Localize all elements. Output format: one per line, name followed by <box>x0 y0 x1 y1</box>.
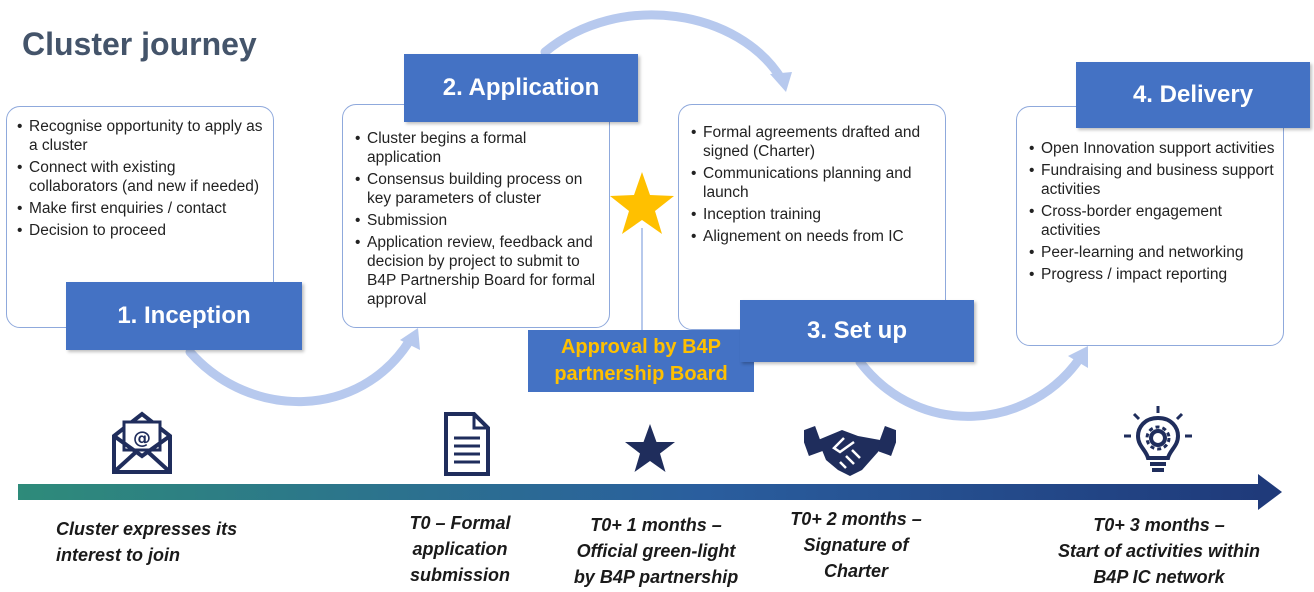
list-item: Fundraising and business support activit… <box>1029 161 1277 199</box>
handshake-icon <box>804 426 896 476</box>
stage-list-inception: Recognise opportunity to apply as a clus… <box>11 117 267 240</box>
caption-line: Cluster expresses its <box>56 519 238 539</box>
timeline-caption-interest: Cluster expresses its interest to join <box>56 516 286 568</box>
timeline-caption-t0: T0 – Formal application submission <box>390 510 530 588</box>
caption-line: Charter <box>823 561 889 581</box>
list-item: Progress / impact reporting <box>1029 265 1277 284</box>
caption-line: T0+ 2 months – <box>790 509 922 529</box>
document-icon <box>444 412 490 476</box>
approval-star-icon <box>610 172 674 234</box>
caption-line: by B4P partnership <box>573 567 739 587</box>
list-item: Make first enquiries / contact <box>17 199 267 218</box>
stage-label-setup: 3. Set up <box>740 300 974 362</box>
list-item: Formal agreements drafted and signed (Ch… <box>691 123 939 161</box>
list-item: Inception training <box>691 205 939 224</box>
timeline-caption-t1: T0+ 1 months – Official green-light by B… <box>556 512 756 590</box>
stage-list-application: Cluster begins a formal application Cons… <box>349 129 603 309</box>
stage-label-delivery: 4. Delivery <box>1076 62 1310 128</box>
lightbulb-gear-icon <box>1124 406 1192 472</box>
list-item: Alignement on needs from IC <box>691 227 939 246</box>
list-item: Submission <box>355 211 603 230</box>
list-item: Recognise opportunity to apply as a clus… <box>17 117 267 155</box>
caption-line: T0+ 3 months – <box>1093 515 1225 535</box>
list-item: Peer-learning and networking <box>1029 243 1277 262</box>
curve-arrowhead-1 <box>400 328 420 350</box>
caption-line: Signature of <box>803 535 909 555</box>
list-item: Application review, feedback and decisio… <box>355 233 603 309</box>
stage-list-setup: Formal agreements drafted and signed (Ch… <box>685 123 939 246</box>
timeline-arrowhead <box>1258 474 1282 510</box>
curve-arrow-2 <box>540 10 787 85</box>
approval-line-1: Approval by B4P <box>560 336 722 358</box>
caption-line: T0 – Formal <box>409 513 511 533</box>
approval-box: Approval by B4P partnership Board <box>528 330 754 392</box>
list-item: Connect with existing collaborators (and… <box>17 158 267 196</box>
list-item: Consensus building process on key parame… <box>355 170 603 208</box>
star-icon <box>625 424 675 472</box>
list-item: Communications planning and launch <box>691 164 939 202</box>
stage-card-application: Cluster begins a formal application Cons… <box>342 104 610 328</box>
stage-label-inception: 1. Inception <box>66 282 302 350</box>
timeline-caption-t3: T0+ 3 months – Start of activities withi… <box>1034 512 1284 590</box>
curve-arrow-3 <box>855 353 1085 421</box>
list-item: Cluster begins a formal application <box>355 129 603 167</box>
caption-line: T0+ 1 months – <box>590 515 722 535</box>
caption-line: submission <box>409 565 511 585</box>
stage-card-setup: Formal agreements drafted and signed (Ch… <box>678 104 946 330</box>
timeline-bar <box>18 484 1263 500</box>
caption-line: application <box>412 539 508 559</box>
list-item: Open Innovation support activities <box>1029 139 1277 158</box>
caption-line: Official green-light <box>576 541 736 561</box>
stage-card-delivery: Open Innovation support activities Fundr… <box>1016 106 1284 346</box>
curve-arrow-1 <box>185 335 415 406</box>
curve-arrowhead-3 <box>1068 346 1088 368</box>
caption-line: Start of activities within <box>1057 541 1261 561</box>
stage-label-application: 2. Application <box>404 54 638 122</box>
stage-list-delivery: Open Innovation support activities Fundr… <box>1023 139 1277 284</box>
curve-arrowhead-2 <box>770 72 792 92</box>
envelope-icon: @ <box>112 411 172 474</box>
timeline-caption-t2: T0+ 2 months – Signature of Charter <box>766 506 946 584</box>
approval-line-2: partnership Board <box>554 363 728 385</box>
svg-text:@: @ <box>133 428 151 449</box>
caption-line: B4P IC network <box>1093 567 1225 587</box>
caption-line: interest to join <box>56 545 181 565</box>
list-item: Decision to proceed <box>17 221 267 240</box>
list-item: Cross-border engagement activities <box>1029 202 1277 240</box>
page-title: Cluster journey <box>22 26 257 62</box>
